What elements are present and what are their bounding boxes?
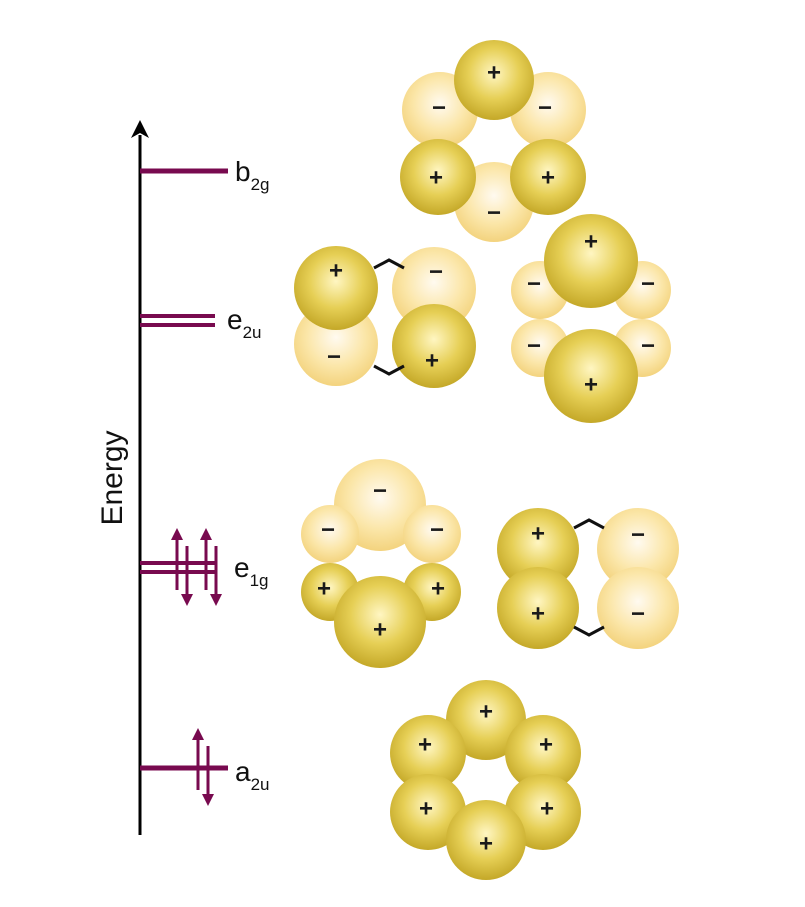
orbital-e2u-a: + − − + <box>294 246 476 388</box>
sign: − <box>538 95 552 122</box>
sign: − <box>527 271 541 298</box>
sign: + <box>419 796 433 823</box>
bond-line <box>573 625 605 637</box>
lobe <box>294 246 378 330</box>
sign: + <box>479 699 493 726</box>
sign: − <box>641 333 655 360</box>
lobe <box>510 139 586 215</box>
sign: + <box>373 617 387 644</box>
sign: + <box>329 258 343 285</box>
sign: + <box>431 576 445 603</box>
orbital-b2g: + − + − + − <box>400 40 586 242</box>
lobe <box>544 214 638 308</box>
lobe <box>544 329 638 423</box>
orbital-a2u: + + + + + + <box>390 680 581 880</box>
axis-arrow-icon <box>131 120 149 138</box>
lobe <box>392 304 476 388</box>
sign: − <box>429 259 443 286</box>
sign: − <box>321 517 335 544</box>
level-e1g: e1g <box>140 528 269 606</box>
lobe <box>390 715 466 791</box>
sign: − <box>487 200 501 227</box>
lobe <box>403 505 461 563</box>
lobe <box>334 576 426 668</box>
orbital-e1g-b: + − + − <box>497 508 679 649</box>
lobe <box>301 505 359 563</box>
axis-label: Energy <box>96 430 129 525</box>
sign: − <box>631 601 645 628</box>
sign: + <box>487 60 501 87</box>
orbital-e2u-b: + − − + − − <box>511 214 671 423</box>
sign: + <box>584 372 598 399</box>
lobe <box>400 139 476 215</box>
lobe <box>505 715 581 791</box>
sign: − <box>430 517 444 544</box>
level-a2u: a2u <box>140 728 270 806</box>
lobe <box>597 567 679 649</box>
sign: − <box>373 478 387 505</box>
orbital-e1g-a: − − − + + + <box>301 459 461 668</box>
sign: + <box>539 732 553 759</box>
sign: − <box>327 344 341 371</box>
sign: + <box>531 521 545 548</box>
sign: + <box>541 165 555 192</box>
bond-line <box>373 258 405 270</box>
level-label-e1g: e1g <box>234 552 269 590</box>
energy-axis: Energy <box>96 120 149 835</box>
sign: − <box>631 522 645 549</box>
bond-line <box>373 364 405 376</box>
sign: + <box>418 732 432 759</box>
sign: + <box>425 348 439 375</box>
bond-line <box>573 518 605 530</box>
level-label-b2g: b2g <box>235 156 270 194</box>
sign: + <box>479 831 493 858</box>
lobe <box>497 508 579 590</box>
lobe <box>446 680 526 760</box>
sign: + <box>540 796 554 823</box>
sign: + <box>317 576 331 603</box>
sign: − <box>432 95 446 122</box>
level-e2u: e2u <box>140 304 262 342</box>
electron-pair-1 <box>171 528 193 606</box>
sign: + <box>429 165 443 192</box>
lobe <box>597 508 679 590</box>
lobe <box>497 567 579 649</box>
sign: + <box>584 229 598 256</box>
lobe <box>446 800 526 880</box>
sign: − <box>641 271 655 298</box>
sign: + <box>531 601 545 628</box>
level-label-e2u: e2u <box>227 304 262 342</box>
level-label-a2u: a2u <box>235 756 270 794</box>
electron-pair-2 <box>200 528 222 606</box>
electron-pair-3 <box>192 728 214 806</box>
level-b2g: b2g <box>140 156 270 194</box>
sign: − <box>527 333 541 360</box>
lobe <box>390 774 466 850</box>
lobe <box>454 40 534 120</box>
